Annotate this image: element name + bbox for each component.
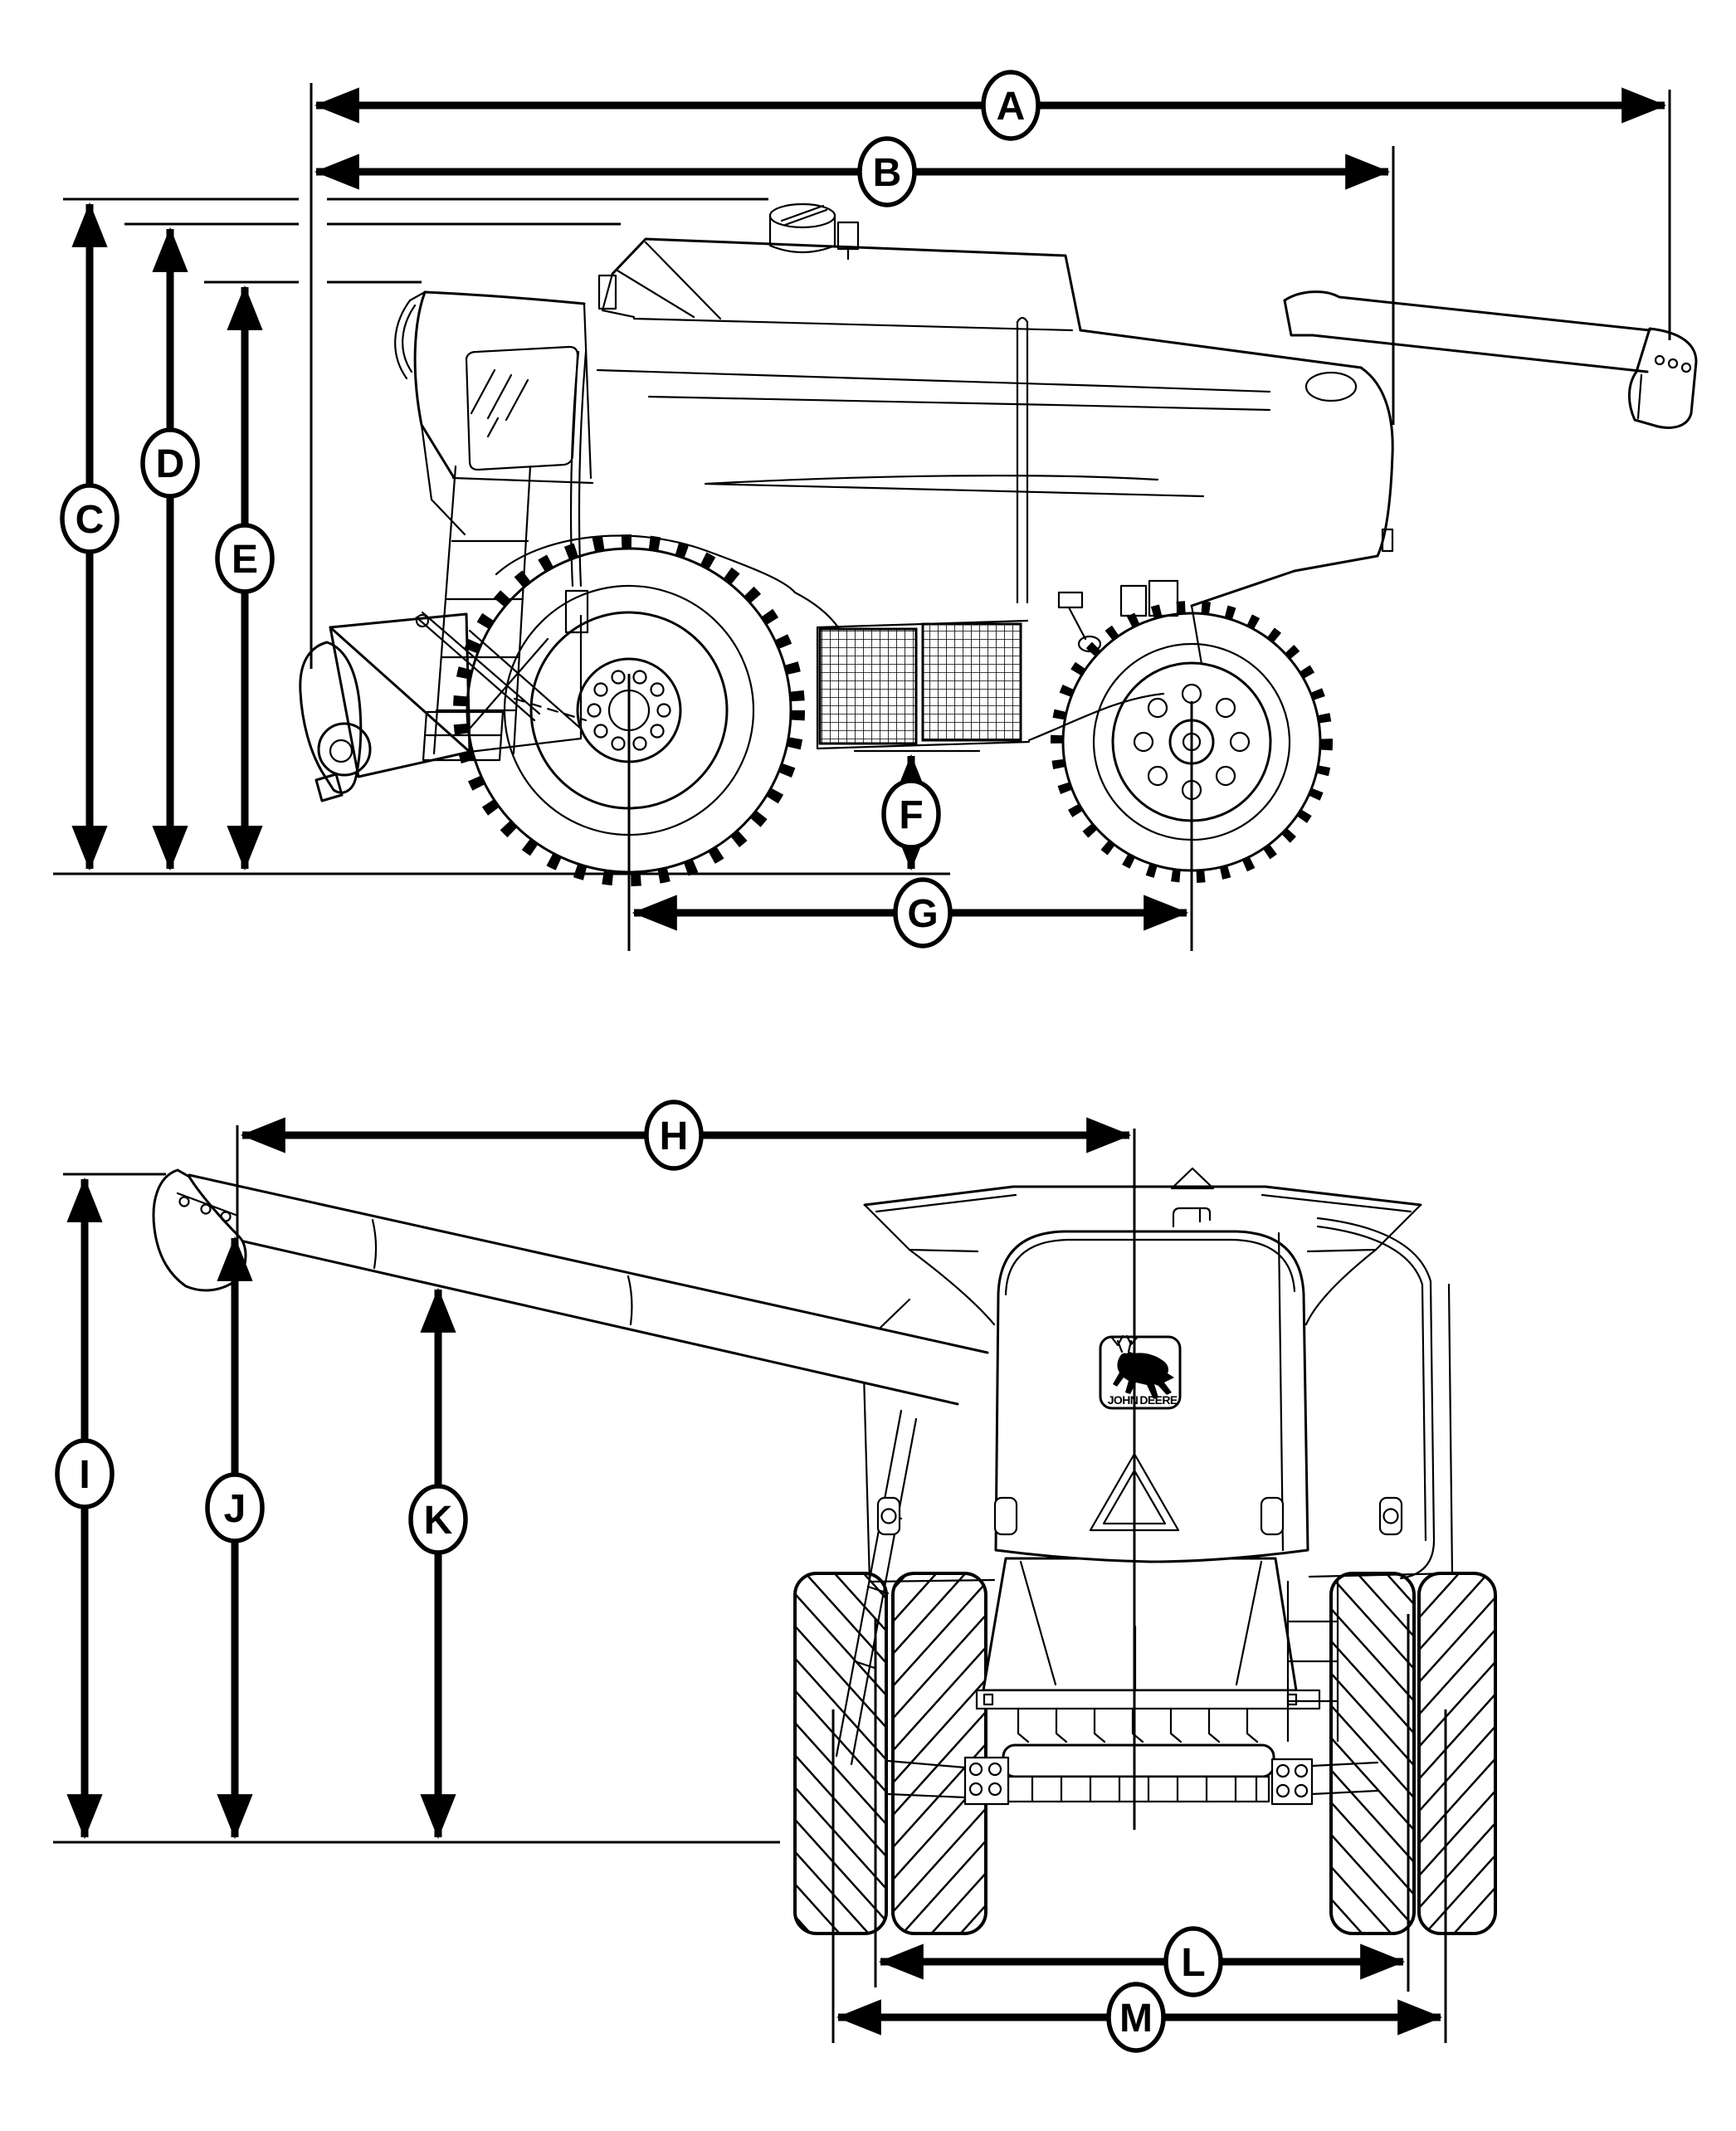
dimension-g-marker: G bbox=[631, 877, 1189, 948]
john-deere-logo: JOHN DEERE bbox=[1099, 1334, 1182, 1410]
dimension-d-marker: D bbox=[140, 227, 200, 871]
dimension-b-label: B bbox=[873, 151, 902, 195]
dimension-m-label: M bbox=[1119, 1997, 1153, 2041]
dimension-j-label: J bbox=[224, 1487, 246, 1531]
dimension-f-marker: F bbox=[881, 753, 941, 871]
grille bbox=[816, 619, 1031, 750]
dimension-c-marker: C bbox=[60, 202, 119, 871]
grain-tank bbox=[564, 237, 1271, 634]
side-view-dimensions: A B C D E bbox=[53, 70, 1671, 951]
dimension-a-marker: A bbox=[314, 70, 1667, 141]
logo-text-john: JOHN bbox=[1108, 1393, 1139, 1407]
cab bbox=[394, 290, 594, 536]
side-details bbox=[1057, 579, 1179, 653]
wheel-bolts bbox=[587, 670, 671, 751]
logo-text-deere: DEERE bbox=[1139, 1393, 1177, 1407]
spreader bbox=[975, 1557, 1321, 1803]
dimension-k-marker: K bbox=[408, 1287, 468, 1840]
extension-lines-m bbox=[831, 1709, 1447, 2043]
spreader-fingers bbox=[1017, 1707, 1259, 1743]
auger-side bbox=[1283, 290, 1698, 429]
dimension-c-label: C bbox=[76, 498, 105, 542]
dimension-b-marker: B bbox=[314, 136, 1391, 207]
ladder bbox=[422, 465, 532, 762]
precleaner bbox=[768, 202, 860, 261]
rear-view-dimensions: H I J K L bbox=[53, 1100, 1447, 2053]
right-outer-tire bbox=[1417, 1572, 1497, 1935]
rear-view-machine: JOHN DEERE bbox=[152, 1167, 1497, 1935]
left-outer-tire bbox=[793, 1572, 888, 1935]
dimension-h-marker: H bbox=[240, 1100, 1132, 1171]
dimension-f-label: F bbox=[899, 793, 923, 837]
left-inner-tire bbox=[891, 1572, 987, 1935]
deer-antlers bbox=[1110, 1334, 1139, 1353]
dimension-h-label: H bbox=[660, 1114, 689, 1158]
dimension-m-marker: M bbox=[836, 1982, 1443, 2053]
latch-row bbox=[876, 1496, 1403, 1536]
rear-bodywork bbox=[495, 329, 1394, 742]
dimension-e-label: E bbox=[232, 538, 258, 582]
deer-icon bbox=[1113, 1352, 1174, 1399]
dimension-d-label: D bbox=[156, 442, 185, 486]
dimension-l-marker: L bbox=[878, 1926, 1406, 1997]
dimension-l-label: L bbox=[1181, 1941, 1205, 1985]
side-view-machine bbox=[299, 202, 1698, 886]
rear-view: JOHN DEERE bbox=[53, 1100, 1497, 2053]
dimension-k-label: K bbox=[424, 1499, 453, 1543]
spreader-slats bbox=[1031, 1775, 1258, 1803]
dimension-a-label: A bbox=[997, 85, 1026, 129]
dimension-j-marker: J bbox=[205, 1236, 265, 1840]
dimension-i-marker: I bbox=[55, 1177, 115, 1840]
axle-blocks bbox=[886, 1756, 1379, 1806]
dimension-i-label: I bbox=[79, 1453, 90, 1497]
auger-rear bbox=[152, 1168, 989, 1406]
rear-wheel bbox=[1051, 601, 1333, 883]
dimension-g-label: G bbox=[907, 892, 938, 936]
rear-view-wheels bbox=[793, 1572, 1497, 1935]
right-inner-tire bbox=[1329, 1572, 1416, 1935]
tank-top-assembly bbox=[863, 1167, 1436, 1580]
feeder-house bbox=[468, 614, 583, 753]
dimension-e-marker: E bbox=[215, 285, 275, 871]
side-view: A B C D E bbox=[53, 70, 1698, 951]
extension-lines-l bbox=[874, 1614, 1410, 1992]
